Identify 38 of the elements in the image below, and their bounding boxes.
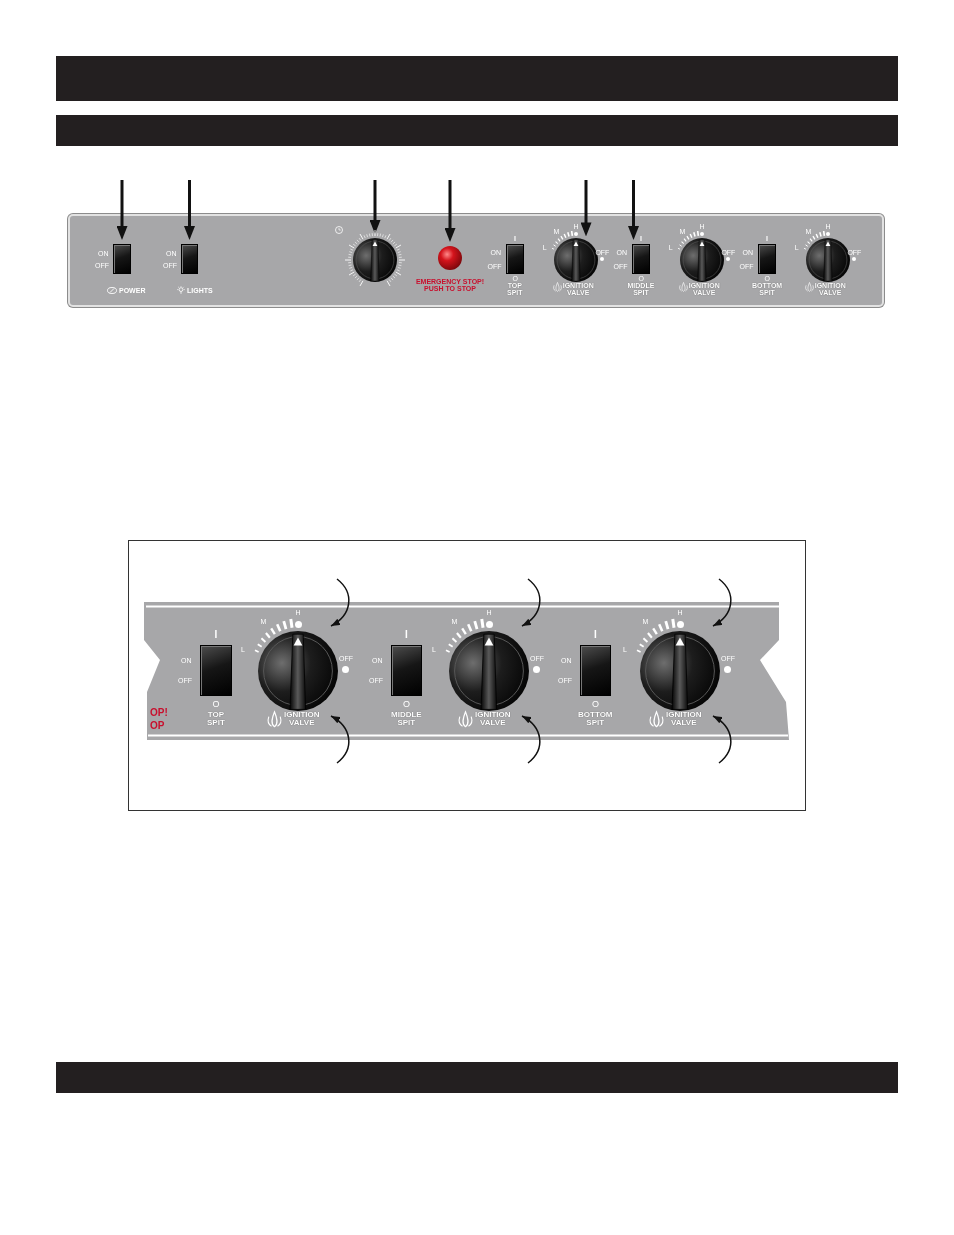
section-bar bbox=[56, 115, 898, 146]
control-knob bbox=[554, 238, 598, 282]
control-caption: IGNITION VALVE bbox=[475, 711, 511, 728]
arrow bbox=[184, 180, 195, 240]
rocker-switch bbox=[113, 244, 131, 274]
control-knob bbox=[449, 631, 529, 711]
control-knob bbox=[680, 238, 724, 282]
rocker-switch bbox=[391, 645, 422, 696]
control-knob bbox=[806, 238, 850, 282]
control-caption: BOTTOM SPIT bbox=[578, 710, 613, 728]
rocker-switch bbox=[200, 645, 232, 696]
control-knob bbox=[258, 631, 338, 711]
rocker-switch bbox=[758, 244, 776, 274]
control-caption: TOP SPIT bbox=[207, 710, 225, 728]
arrow bbox=[628, 180, 639, 240]
control-caption: IGNITION VALVE bbox=[666, 711, 702, 728]
rocker-switch bbox=[181, 244, 198, 274]
arrow bbox=[444, 180, 456, 242]
arrow bbox=[116, 180, 128, 240]
cropped-caption: OP bbox=[150, 720, 165, 731]
control-caption: MIDDLE SPIT bbox=[391, 710, 422, 728]
header-bar bbox=[56, 56, 898, 101]
control-caption: IGNITION VALVE bbox=[284, 711, 320, 728]
cropped-caption: OP! bbox=[150, 707, 168, 718]
stop-button bbox=[438, 246, 462, 270]
rocker-switch bbox=[580, 645, 611, 696]
position-symbol: O bbox=[592, 699, 599, 709]
position-symbol: I bbox=[594, 629, 597, 640]
position-symbol: I bbox=[214, 629, 218, 640]
position-symbol: O bbox=[212, 699, 220, 709]
section-bar bbox=[56, 1062, 898, 1093]
arrow bbox=[580, 180, 592, 237]
control-knob bbox=[640, 631, 720, 711]
rocker-switch bbox=[632, 244, 650, 274]
rocker-switch bbox=[506, 244, 524, 274]
position-symbol: O bbox=[403, 699, 410, 709]
position-symbol: I bbox=[405, 629, 408, 640]
timer-knob bbox=[353, 238, 397, 282]
